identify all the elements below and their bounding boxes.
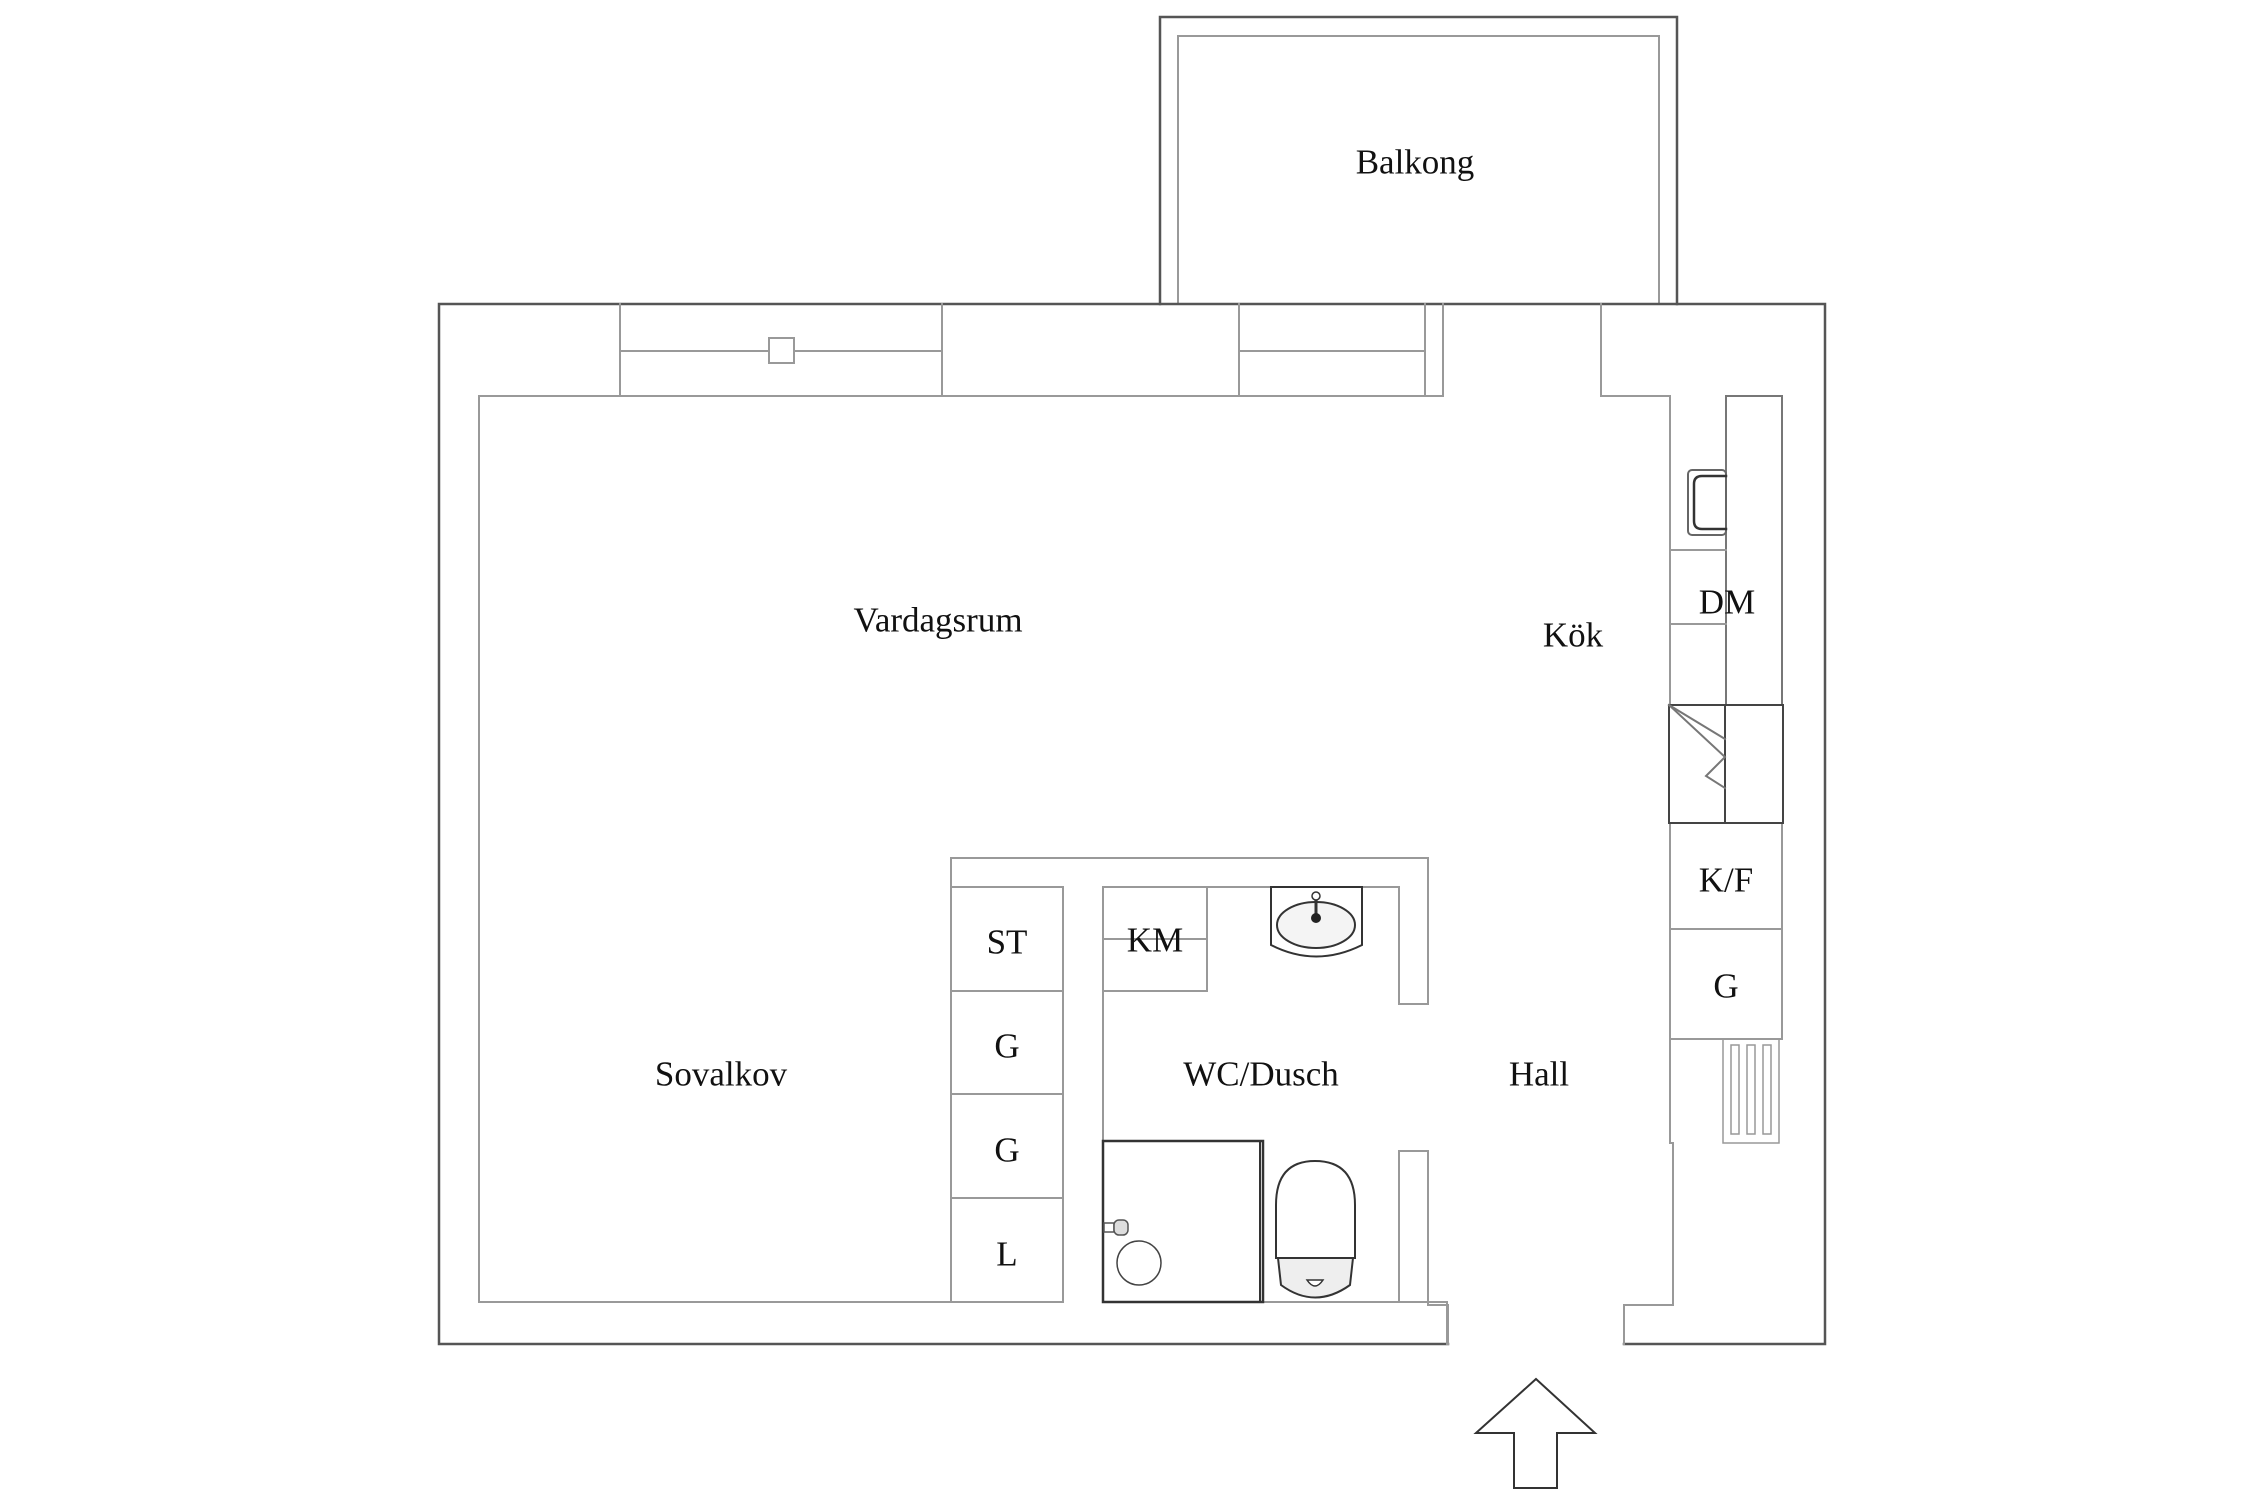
- fixture-label-linen: L: [996, 1234, 1018, 1274]
- toilet-icon: [1275, 1159, 1356, 1299]
- bathroom-wall: [950, 857, 1448, 1345]
- room-label-hall: Hall: [1508, 1054, 1570, 1094]
- fixture-label-st: ST: [986, 922, 1028, 962]
- washing-machine: [1102, 886, 1208, 992]
- room-label-kitchen: Kök: [1542, 615, 1604, 655]
- wardrobes: [950, 886, 1064, 1303]
- washbasin-icon: [1270, 886, 1363, 958]
- entrance-arrow-icon: [1473, 1377, 1598, 1489]
- radiator-icon: [1722, 1038, 1780, 1144]
- fixture-label-fridge-freezer: K/F: [1698, 860, 1754, 900]
- balcony: [1158, 15, 1679, 306]
- fixture-label-dishwasher: DM: [1698, 582, 1756, 622]
- inner-wall: [478, 303, 1674, 1345]
- fixture-label-washing-machine: KM: [1126, 920, 1184, 960]
- room-label-bathroom: WC/Dusch: [1183, 1054, 1339, 1094]
- stove-icon: [1667, 703, 1784, 824]
- room-label-balcony: Balkong: [1355, 142, 1475, 182]
- kitchen-sink-icon: [1687, 469, 1728, 536]
- outer-wall: [437, 302, 1827, 1346]
- fixture-label-wardrobe-1: G: [994, 1026, 1020, 1066]
- room-label-living-room: Vardagsrum: [853, 600, 1023, 640]
- shower-icon: [1101, 1139, 1265, 1304]
- fixture-label-kitchen-wardrobe: G: [1713, 966, 1739, 1006]
- room-label-sleeping-alcove: Sovalkov: [654, 1054, 788, 1094]
- fixture-label-wardrobe-2: G: [994, 1130, 1020, 1170]
